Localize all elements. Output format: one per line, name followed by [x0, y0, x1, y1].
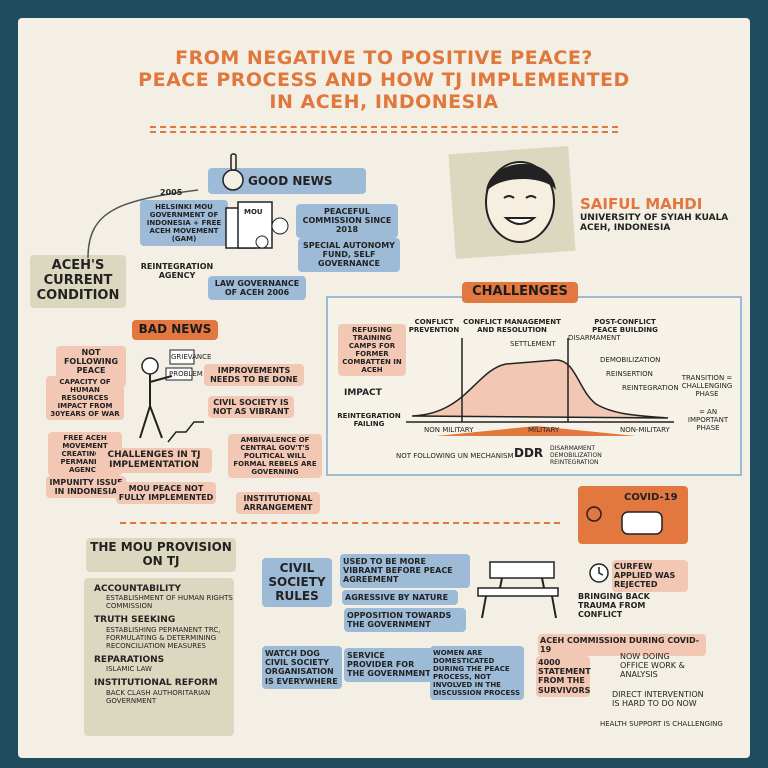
law-governance-note: LAW GOVERNANCE OF ACEH 2006	[208, 276, 306, 301]
covid-label: COVID-19	[624, 492, 678, 503]
military-label: MILITARY	[528, 426, 560, 434]
speaker-portrait-icon	[485, 161, 556, 243]
title-line-3: IN ACEH, INDONESIA	[269, 90, 499, 113]
title-divider	[150, 131, 618, 133]
mou-provision-heading: THE MOU PROVISION ON TJ	[86, 538, 236, 572]
provision-item: ACCOUNTABILITY ESTABLISHMENT OF HUMAN RI…	[94, 584, 233, 611]
provision-item: TRUTH SEEKING ESTABLISHING PERMANENT TRC…	[94, 615, 221, 650]
provision-item: INSTITUTIONAL REFORM BACK CLASH AUTHORIT…	[94, 678, 218, 705]
bad-news-banner: BAD NEWS	[132, 320, 218, 340]
year-label: 2005	[160, 188, 183, 197]
sign-problem-label: PROBLEM	[169, 370, 203, 378]
conflict-curve-graphic	[406, 338, 674, 436]
institutional-note: INSTITUTIONAL ARRANGEMENT	[236, 492, 320, 515]
speaker-location: ACEH, INDONESIA	[580, 223, 671, 234]
impunity-note: IMPUNITY ISSUE IN INDONESIA	[46, 476, 126, 499]
refusing-training-note: REFUSING TRAINING CAMPS FOR FORMER COMBA…	[338, 324, 406, 377]
special-autonomy-note: SPECIAL AUTONOMY FUND, SELF GOVERNANCE	[298, 238, 400, 272]
important-phase-label: = AN IMPORTANT PHASE	[687, 408, 729, 433]
title-line-2: PEACE PROCESS AND HOW TJ IMPLEMENTED	[138, 68, 630, 91]
opposition-note: OPPOSITION TOWARDS THE GOVERNMENT	[344, 608, 466, 633]
statement-note: 4000 STATEMENT FROM THE SURVIVORS	[536, 656, 591, 697]
ddr-label: DDR	[514, 446, 544, 460]
mou-peace-note: MOU PEACE NOT FULLY IMPLEMENTED	[116, 482, 216, 505]
improvements-note: IMPROVEMENTS NEEDS TO BE DONE	[204, 364, 304, 387]
page-title: FROM NEGATIVE TO POSITIVE PEACE? PEACE P…	[100, 47, 668, 114]
demobilization-label: DEMOBILIZATION	[600, 356, 661, 364]
mindmap-connector	[87, 189, 199, 259]
helsinki-mou-note: HELSINKI MOU GOVERNMENT OF INDONESIA + F…	[140, 200, 228, 247]
clock-icon	[589, 563, 609, 583]
curfew-note: CURFEW APPLIED WAS REJECTED	[612, 560, 688, 592]
aggressive-note: AGRESSIVE BY NATURE	[342, 590, 458, 606]
women-note: WOMEN ARE DOMESTICATED DURING THE PEACE …	[430, 646, 524, 701]
sign-grievance-label: GRIEVANCE	[171, 353, 212, 361]
reintegration-agency-note: REINTEGRATION AGENCY	[140, 262, 214, 281]
watchdog-note: WATCH DOG CIVIL SOCIETY ORGANISATION IS …	[262, 646, 342, 689]
reintegration-failing-label: REINTEGRATION FAILING	[337, 412, 401, 429]
mou-label: MOU	[244, 208, 263, 216]
reintegration-label: REINTEGRATION	[622, 384, 679, 392]
civil-society-heading: CIVIL SOCIETY RULES	[262, 558, 332, 608]
peaceful-commission-note: PEACEFUL COMMISSION SINCE 2018	[296, 204, 398, 238]
bench-icon	[477, 561, 559, 619]
service-provider-note: SERVICE PROVIDER FOR THE GOVERNMENT	[344, 648, 434, 682]
speaker-affiliation: UNIVERSITY OF SYIAH KUALA	[580, 213, 729, 223]
impact-label: IMPACT	[344, 388, 382, 398]
mou-provision-panel	[84, 578, 234, 736]
ambivalence-note: AMBIVALENCE OF CENTRAL GOV'T'S POLITICAL…	[228, 434, 322, 479]
ddr-detail-label: DISARMAMENT DEMOBILIZATION REINTEGRATION	[550, 445, 602, 466]
non-military-right-label: NON-MILITARY	[620, 426, 670, 434]
speaker-info: SAIFUL MAHDI UNIVERSITY OF SYIAH KUALA A…	[580, 195, 740, 234]
aceh-commission-banner: ACEH COMMISSION DURING COVID-19	[538, 634, 706, 657]
office-work-note: NOW DOING OFFICE WORK & ANALYSIS	[620, 652, 685, 680]
title-divider	[150, 126, 618, 128]
civil-society-note: CIVIL SOCIETY IS NOT AS VIBRANT	[208, 396, 294, 419]
conflict-management-label: CONFLICT MANAGEMENT AND RESOLUTION	[463, 318, 561, 335]
figure-with-sign-icon	[139, 349, 204, 443]
non-military-left-label: NON MILITARY	[424, 426, 474, 434]
vibrant-note: USED TO BE MORE VIBRANT BEFORE PEACE AGR…	[340, 554, 470, 588]
capacity-note: CAPACITY OF HUMAN RESOURCES IMPACT FROM …	[46, 376, 124, 421]
mask-icon	[586, 506, 663, 535]
direct-intervention-note: DIRECT INTERVENTION IS HARD TO DO NOW	[612, 690, 704, 709]
health-support-note: HEALTH SUPPORT IS CHALLENGING	[600, 720, 723, 728]
thumbs-up-icon	[222, 153, 244, 191]
aceh-condition-heading: ACEH'S CURRENT CONDITION	[30, 255, 126, 308]
disarmament-label: DISARMAMENT	[568, 334, 621, 342]
section-divider	[120, 522, 560, 524]
mou-provision-list: ACCOUNTABILITY ESTABLISHMENT OF HUMAN RI…	[94, 584, 234, 705]
mou-document-icon	[225, 201, 289, 249]
transition-label: TRANSITION = CHALLENGING PHASE	[681, 374, 733, 399]
challenges-tj-note: CHALLENGES IN TJ IMPLEMENTATION	[96, 448, 212, 473]
not-following-mechanism-label: NOT FOLLOWING UN MECHANISM	[396, 452, 514, 460]
speaker-name: SAIFUL MAHDI	[580, 195, 703, 213]
title-line-1: FROM NEGATIVE TO POSITIVE PEACE?	[175, 47, 593, 69]
challenges-banner: CHALLENGES	[462, 282, 578, 303]
provision-item: REPARATIONS ISLAMIC LAW	[94, 654, 165, 674]
post-conflict-label: POST-CONFLICT PEACE BUILDING	[592, 318, 658, 335]
reinsertion-label: REINSERTION	[606, 370, 653, 378]
conflict-prevention-label: CONFLICT PREVENTION	[408, 318, 460, 335]
trauma-note: BRINGING BACK TRAUMA FROM CONFLICT	[578, 592, 650, 620]
settlement-label: SETTLEMENT	[510, 340, 556, 348]
